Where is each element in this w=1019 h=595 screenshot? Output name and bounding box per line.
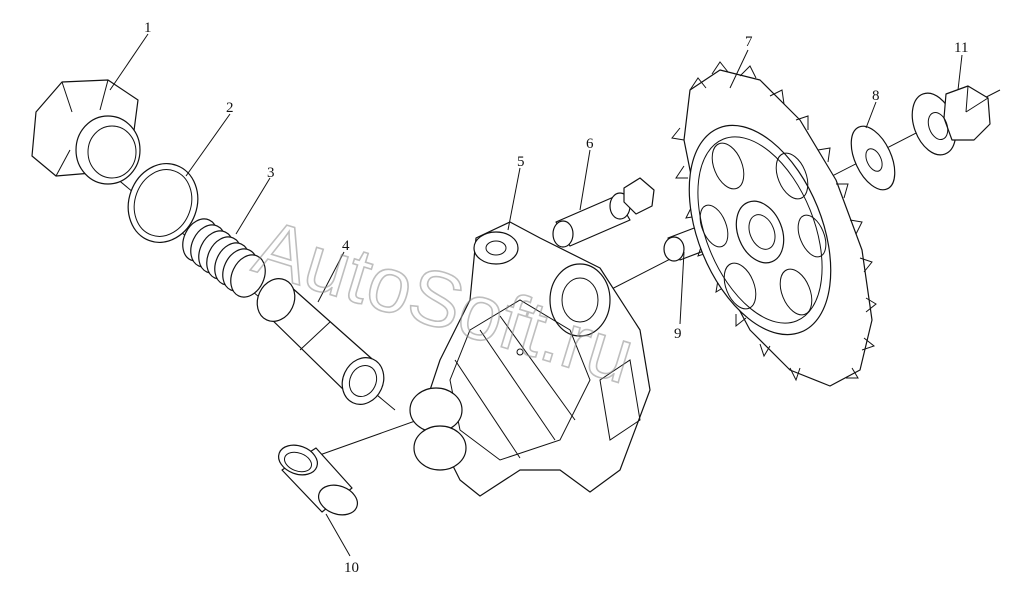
callout-11: 11 — [954, 40, 968, 56]
callout-6: 6 — [586, 136, 594, 152]
callout-9: 9 — [674, 326, 682, 342]
part-3-spring — [182, 218, 266, 298]
callout-3: 3 — [267, 165, 275, 181]
part-1-hex-plug — [31, 79, 141, 185]
part-2-sealing-ring — [127, 163, 199, 243]
part-4-valve-piston — [256, 278, 385, 405]
callout-10: 10 — [344, 560, 359, 576]
callout-1: 1 — [144, 20, 152, 36]
part-11-flange-nut — [911, 85, 991, 156]
callout-2: 2 — [226, 100, 234, 116]
callout-8: 8 — [872, 88, 880, 104]
part-8-washer — [850, 125, 896, 191]
callout-4: 4 — [342, 238, 350, 254]
leader-lines — [109, 33, 963, 557]
part-5-pump-housing — [409, 221, 651, 497]
part-7-drive-gear — [671, 61, 877, 387]
callout-7: 7 — [745, 34, 753, 50]
callout-5: 5 — [517, 154, 525, 170]
callout-labels: 1 2 3 4 5 6 7 8 9 10 11 — [144, 20, 968, 576]
part-10-bushing — [278, 444, 358, 516]
part-6-bolt — [552, 177, 655, 248]
